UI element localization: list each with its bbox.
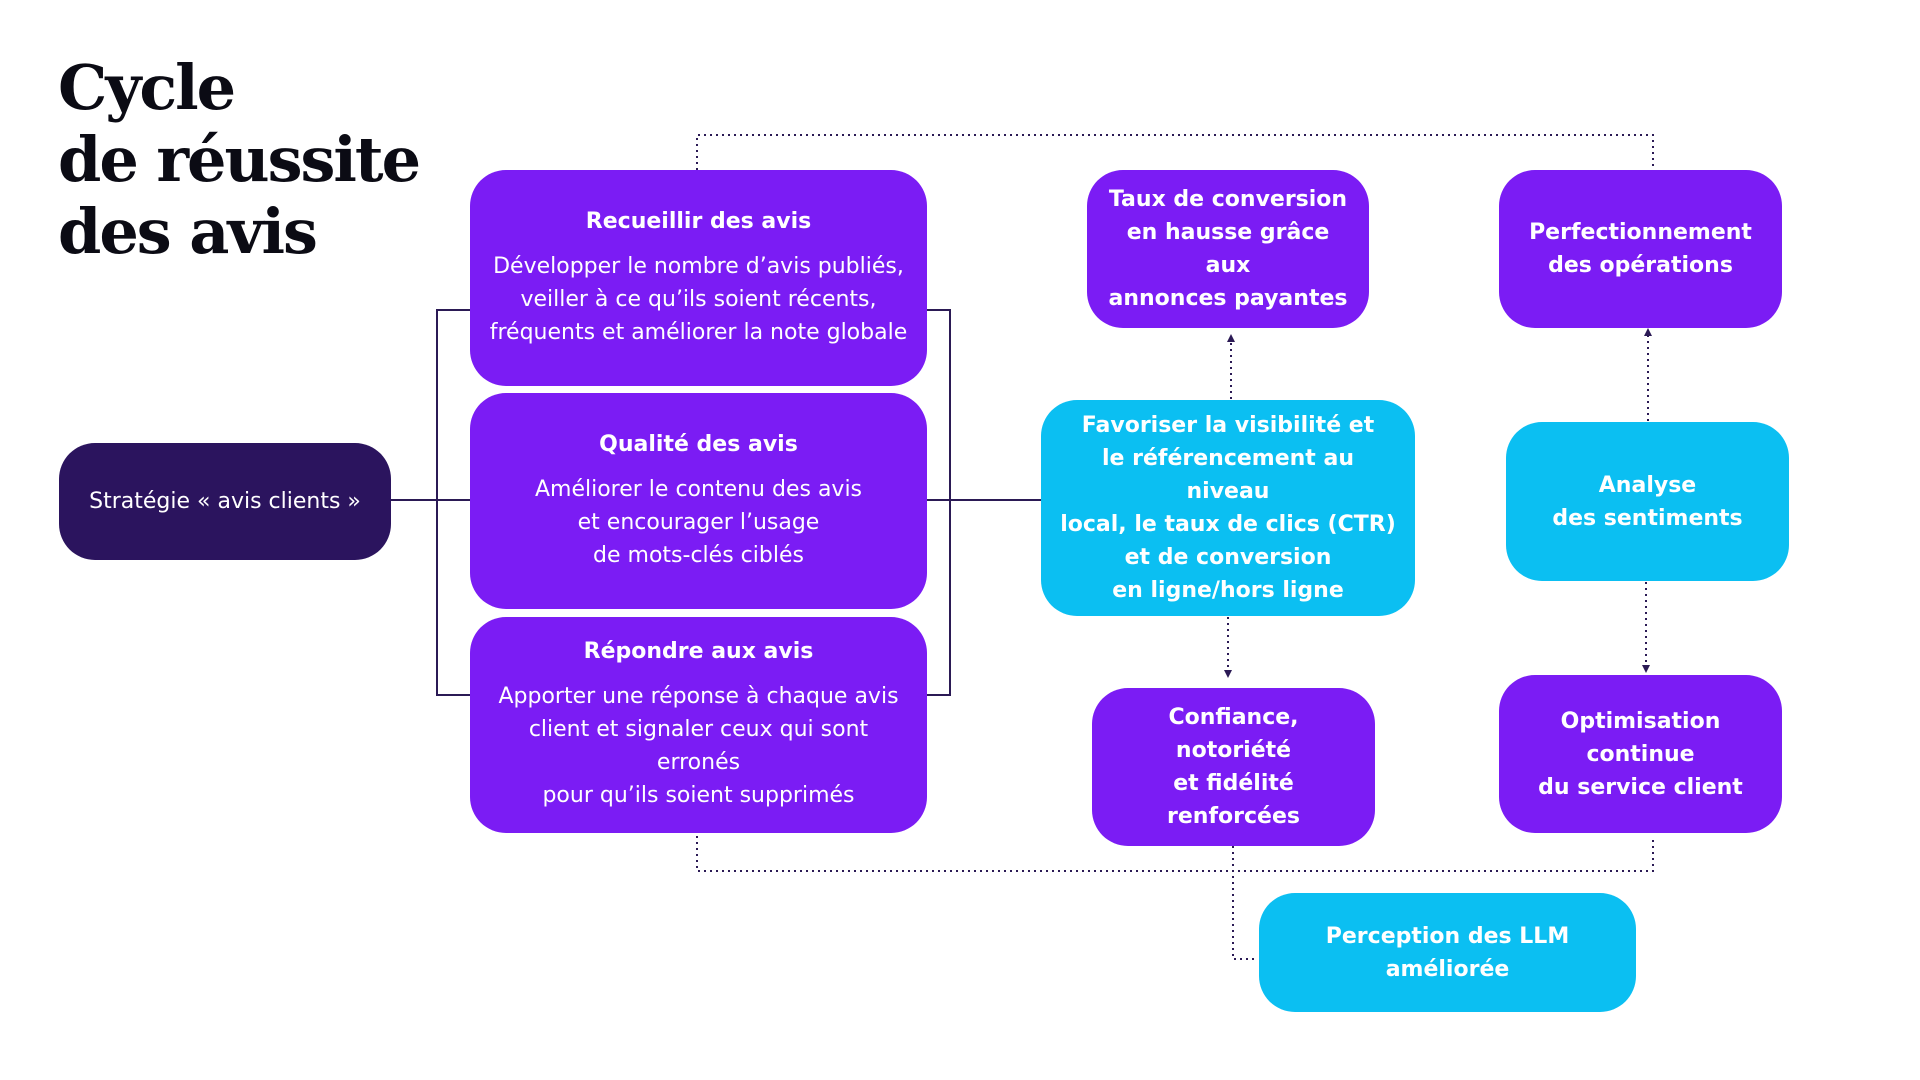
pillar-collect-reviews: Recueillir des avis Développer le nombre… (470, 170, 927, 386)
llm-label: Perception des LLM améliorée (1325, 923, 1570, 982)
conversion-node: Taux de conversion en hausse grâce aux a… (1087, 170, 1369, 328)
line-to-llm (1232, 846, 1258, 960)
pillar-respond-reviews: Répondre aux avis Apporter une réponse à… (470, 617, 927, 833)
sentiment-label: Analyse des sentiments (1552, 472, 1743, 531)
llm-node: Perception des LLM améliorée (1259, 893, 1636, 1012)
sentiment-node: Analyse des sentiments (1506, 422, 1789, 581)
right-bracket (927, 309, 951, 696)
operations-node: Perfectionnement des opérations (1499, 170, 1782, 328)
trust-label: Confiance, notoriété et fidélité renforc… (1167, 705, 1300, 829)
diagram-title: Cycle de réussite des avis (58, 51, 421, 268)
pillar-description: Apporter une réponse à chaque avis clien… (498, 684, 899, 808)
pillar-title: Répondre aux avis (583, 639, 814, 664)
left-bracket (436, 309, 470, 696)
pillar-title: Qualité des avis (599, 431, 798, 457)
conversion-label: Taux de conversion en hausse grâce aux a… (1108, 187, 1348, 311)
visibility-node: Favoriser la visibilité et le référencem… (1041, 400, 1415, 616)
top-loop-line (696, 134, 1654, 170)
title-line: des avis (58, 195, 318, 268)
trust-node: Confiance, notoriété et fidélité renforc… (1092, 688, 1375, 846)
pillar-review-quality: Qualité des avis Améliorer le contenu de… (470, 393, 927, 609)
pillar-title: Recueillir des avis (585, 208, 812, 234)
strategy-node: Stratégie « avis clients » (59, 443, 391, 560)
pillar-description: Développer le nombre d’avis publiés, vei… (489, 253, 908, 345)
title-line: Cycle (58, 51, 236, 124)
pillar-description: Améliorer le contenu des avis et encoura… (534, 476, 863, 568)
bottom-loop-line (696, 836, 1654, 872)
service-label: Optimisation continue du service client (1538, 708, 1743, 800)
title-line: de réussite (58, 123, 421, 196)
service-node: Optimisation continue du service client (1499, 675, 1782, 833)
operations-label: Perfectionnement des opérations (1529, 220, 1752, 278)
visibility-label: Favoriser la visibilité et le référencem… (1060, 413, 1396, 603)
strategy-label: Stratégie « avis clients » (89, 488, 361, 514)
